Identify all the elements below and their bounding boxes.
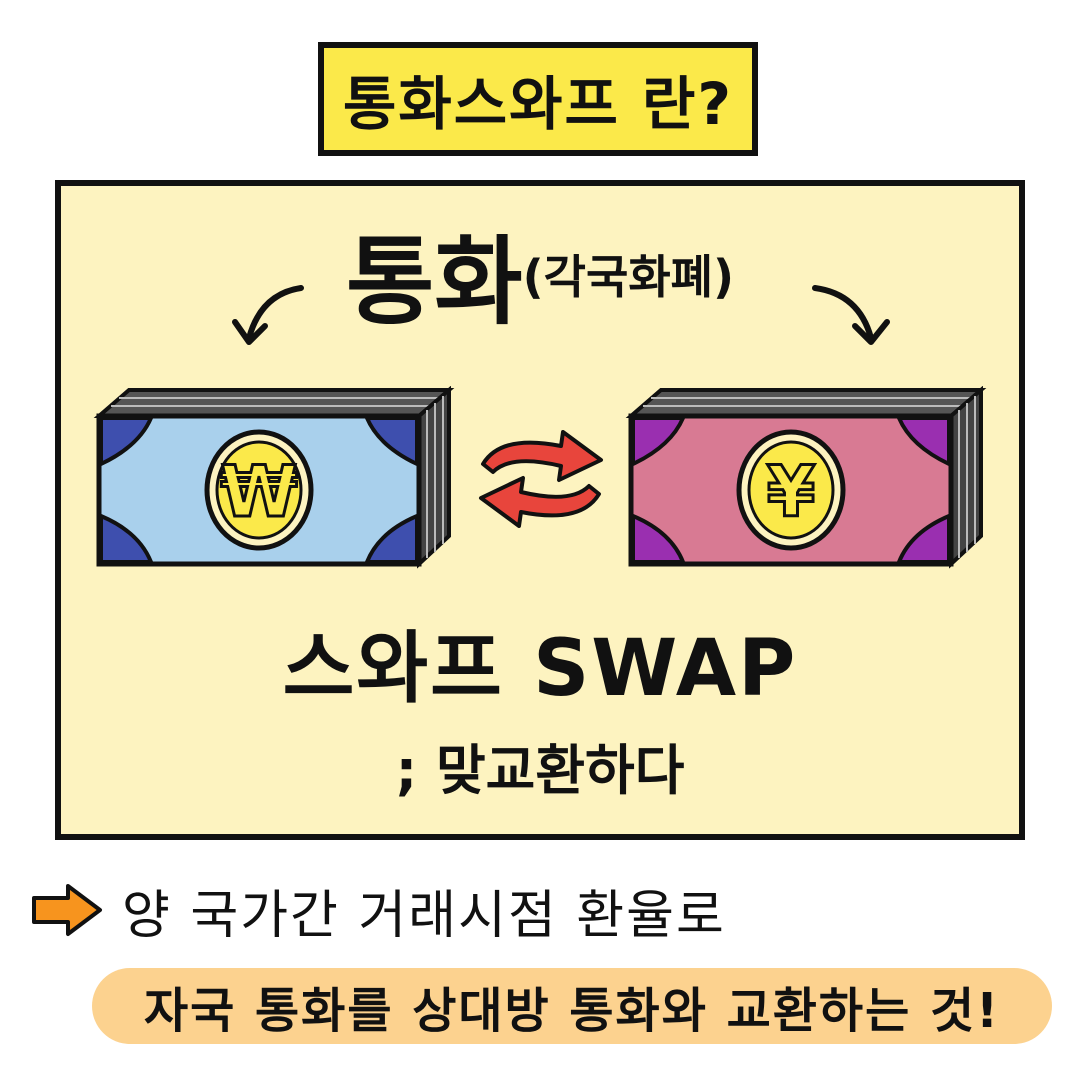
won-banknote-stack: ₩ xyxy=(93,386,455,569)
pointer-arrow-icon xyxy=(32,884,102,936)
swap-arrows-icon xyxy=(479,430,603,528)
yen-banknote-stack: ¥ xyxy=(625,386,987,569)
explanation-panel: 통화(각국화폐) ₩ xyxy=(55,180,1025,840)
panel-heading: 통화(각국화폐) xyxy=(61,204,1019,343)
footer-line-2-text: 자국 통화를 상대방 통화와 교환하는 것! xyxy=(143,983,1000,1039)
curved-arrow-left-icon xyxy=(232,285,304,345)
footer-line-1-text: 양 국가간 거래시점 환율로 xyxy=(122,885,726,946)
yen-symbol: ¥ xyxy=(767,451,816,533)
title-box: 통화스와프 란? xyxy=(318,42,758,156)
heading-currency: 통화 xyxy=(346,226,523,338)
heading-paren-note: (각국화폐) xyxy=(522,250,734,304)
curved-arrow-right-icon xyxy=(812,285,890,345)
page-title: 통화스와프 란? xyxy=(343,70,733,138)
swap-title: 스와프 SWAP xyxy=(282,624,798,714)
footer-line-1: 양 국가간 거래시점 환율로 xyxy=(30,870,726,950)
won-symbol: ₩ xyxy=(220,451,297,533)
footer-highlight: 자국 통화를 상대방 통화와 교환하는 것! xyxy=(92,968,1052,1044)
swap-definition: ; 맞교환하다 xyxy=(395,739,685,802)
